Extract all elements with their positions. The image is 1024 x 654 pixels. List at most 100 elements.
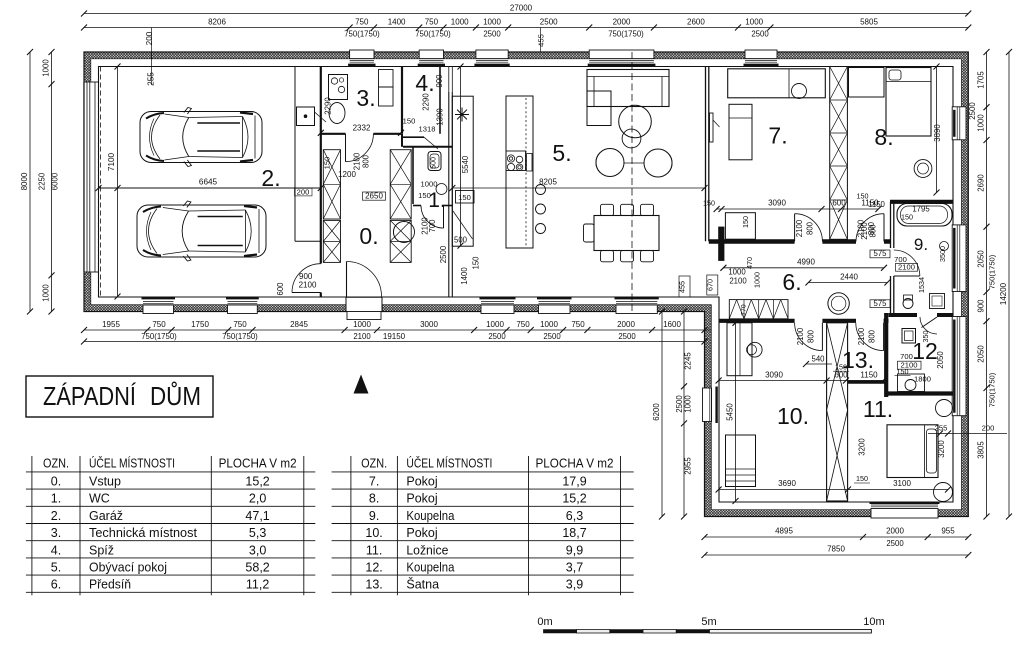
svg-text:2.: 2. (261, 165, 280, 191)
svg-text:27000: 27000 (510, 4, 533, 13)
svg-text:1000: 1000 (421, 180, 438, 189)
svg-text:750: 750 (152, 320, 166, 329)
svg-text:600: 600 (832, 199, 846, 208)
svg-text:15,2: 15,2 (562, 492, 586, 506)
svg-text:2500: 2500 (968, 102, 977, 120)
svg-text:5,3: 5,3 (249, 526, 266, 540)
svg-text:9.: 9. (369, 509, 379, 523)
svg-text:750(1750): 750(1750) (415, 30, 451, 39)
svg-text:6.: 6. (51, 578, 61, 592)
svg-text:2,0: 2,0 (249, 492, 266, 506)
svg-text:2690: 2690 (977, 174, 986, 192)
svg-text:Koupelna: Koupelna (406, 509, 454, 523)
svg-text:3500: 3500 (938, 246, 947, 262)
svg-text:0.: 0. (359, 223, 378, 249)
svg-text:700: 700 (894, 255, 907, 264)
svg-text:2000: 2000 (613, 18, 631, 27)
svg-text:255: 255 (147, 72, 156, 86)
svg-text:150: 150 (857, 192, 869, 201)
svg-text:0m: 0m (537, 616, 552, 628)
svg-text:ÚČEL MÍSTNOSTI: ÚČEL MÍSTNOSTI (406, 456, 492, 471)
svg-text:2050: 2050 (977, 345, 986, 363)
svg-text:1955: 1955 (102, 320, 120, 329)
svg-text:2845: 2845 (290, 320, 308, 329)
svg-text:800: 800 (362, 154, 371, 168)
svg-text:1800: 1800 (914, 375, 931, 384)
svg-text:3890: 3890 (933, 124, 942, 142)
svg-text:750(1750): 750(1750) (141, 332, 177, 341)
svg-text:1150: 1150 (860, 371, 878, 380)
svg-text:3,7: 3,7 (566, 561, 583, 575)
svg-text:2100: 2100 (860, 222, 869, 240)
svg-text:540: 540 (811, 355, 825, 364)
svg-text:800: 800 (869, 224, 878, 238)
svg-text:Pokoj: Pokoj (406, 526, 437, 540)
svg-text:PLOCHA V m2: PLOCHA V m2 (219, 457, 297, 471)
svg-text:350: 350 (921, 331, 930, 343)
svg-text:1000: 1000 (42, 59, 51, 77)
svg-text:Garáž: Garáž (89, 509, 123, 523)
svg-text:1000: 1000 (684, 395, 693, 413)
svg-text:2100: 2100 (857, 219, 866, 237)
svg-text:575: 575 (873, 249, 887, 258)
svg-text:1000: 1000 (977, 114, 986, 132)
svg-text:2100: 2100 (901, 361, 918, 370)
svg-text:2100: 2100 (796, 327, 805, 345)
svg-text:500: 500 (429, 157, 438, 169)
svg-text:2500: 2500 (751, 30, 769, 39)
svg-text:150: 150 (897, 367, 909, 376)
svg-text:6645: 6645 (199, 178, 218, 187)
svg-text:8.: 8. (874, 124, 893, 150)
svg-text:6200: 6200 (652, 403, 661, 421)
svg-text:Technická místnost: Technická místnost (89, 526, 198, 540)
svg-text:800: 800 (867, 221, 876, 235)
svg-text:2000: 2000 (617, 320, 635, 329)
svg-text:2100: 2100 (729, 277, 747, 286)
svg-text:800: 800 (807, 329, 816, 343)
svg-text:750(1750): 750(1750) (988, 372, 997, 407)
svg-text:4.: 4. (51, 543, 61, 557)
svg-text:3100: 3100 (893, 479, 911, 488)
svg-text:900: 900 (435, 74, 444, 88)
svg-text:2100: 2100 (898, 263, 915, 272)
svg-text:17,9: 17,9 (562, 475, 586, 489)
svg-text:150: 150 (323, 157, 332, 170)
svg-text:3690: 3690 (778, 479, 796, 488)
svg-text:4895: 4895 (775, 527, 793, 536)
svg-text:750: 750 (516, 320, 530, 329)
svg-text:800: 800 (868, 329, 877, 343)
svg-text:5.: 5. (51, 561, 61, 575)
svg-text:8206: 8206 (208, 18, 226, 27)
svg-text:10m: 10m (863, 616, 884, 628)
svg-text:7100: 7100 (107, 152, 116, 171)
svg-text:10.: 10. (777, 403, 809, 429)
svg-text:2500: 2500 (540, 18, 558, 27)
svg-text:7850: 7850 (827, 545, 845, 554)
svg-text:3200: 3200 (858, 438, 867, 456)
svg-text:770: 770 (741, 304, 748, 316)
svg-text:3,0: 3,0 (249, 543, 266, 557)
svg-text:900: 900 (299, 272, 313, 281)
svg-text:WC: WC (89, 492, 110, 506)
svg-text:6000: 6000 (51, 172, 60, 190)
svg-text:Koupelna: Koupelna (406, 561, 454, 575)
svg-text:3805: 3805 (977, 441, 986, 459)
svg-text:2500: 2500 (618, 332, 636, 341)
svg-text:750(1750): 750(1750) (988, 254, 997, 289)
svg-text:200: 200 (297, 188, 310, 197)
svg-text:ZÁPADNÍ: ZÁPADNÍ (43, 382, 137, 411)
svg-text:PLOCHA V m2: PLOCHA V m2 (536, 457, 614, 471)
svg-text:2600: 2600 (687, 18, 705, 27)
svg-text:2500: 2500 (543, 332, 561, 341)
svg-text:955: 955 (941, 527, 955, 536)
svg-text:8205: 8205 (539, 178, 557, 187)
svg-text:150: 150 (856, 474, 868, 483)
svg-text:6.: 6. (782, 269, 801, 295)
svg-text:2000: 2000 (886, 527, 904, 536)
svg-text:700: 700 (900, 352, 913, 361)
svg-text:255: 255 (935, 424, 948, 433)
svg-text:0.: 0. (51, 475, 61, 489)
svg-text:600: 600 (276, 282, 285, 296)
svg-text:3,9: 3,9 (566, 578, 583, 592)
svg-text:18,7: 18,7 (562, 526, 586, 540)
